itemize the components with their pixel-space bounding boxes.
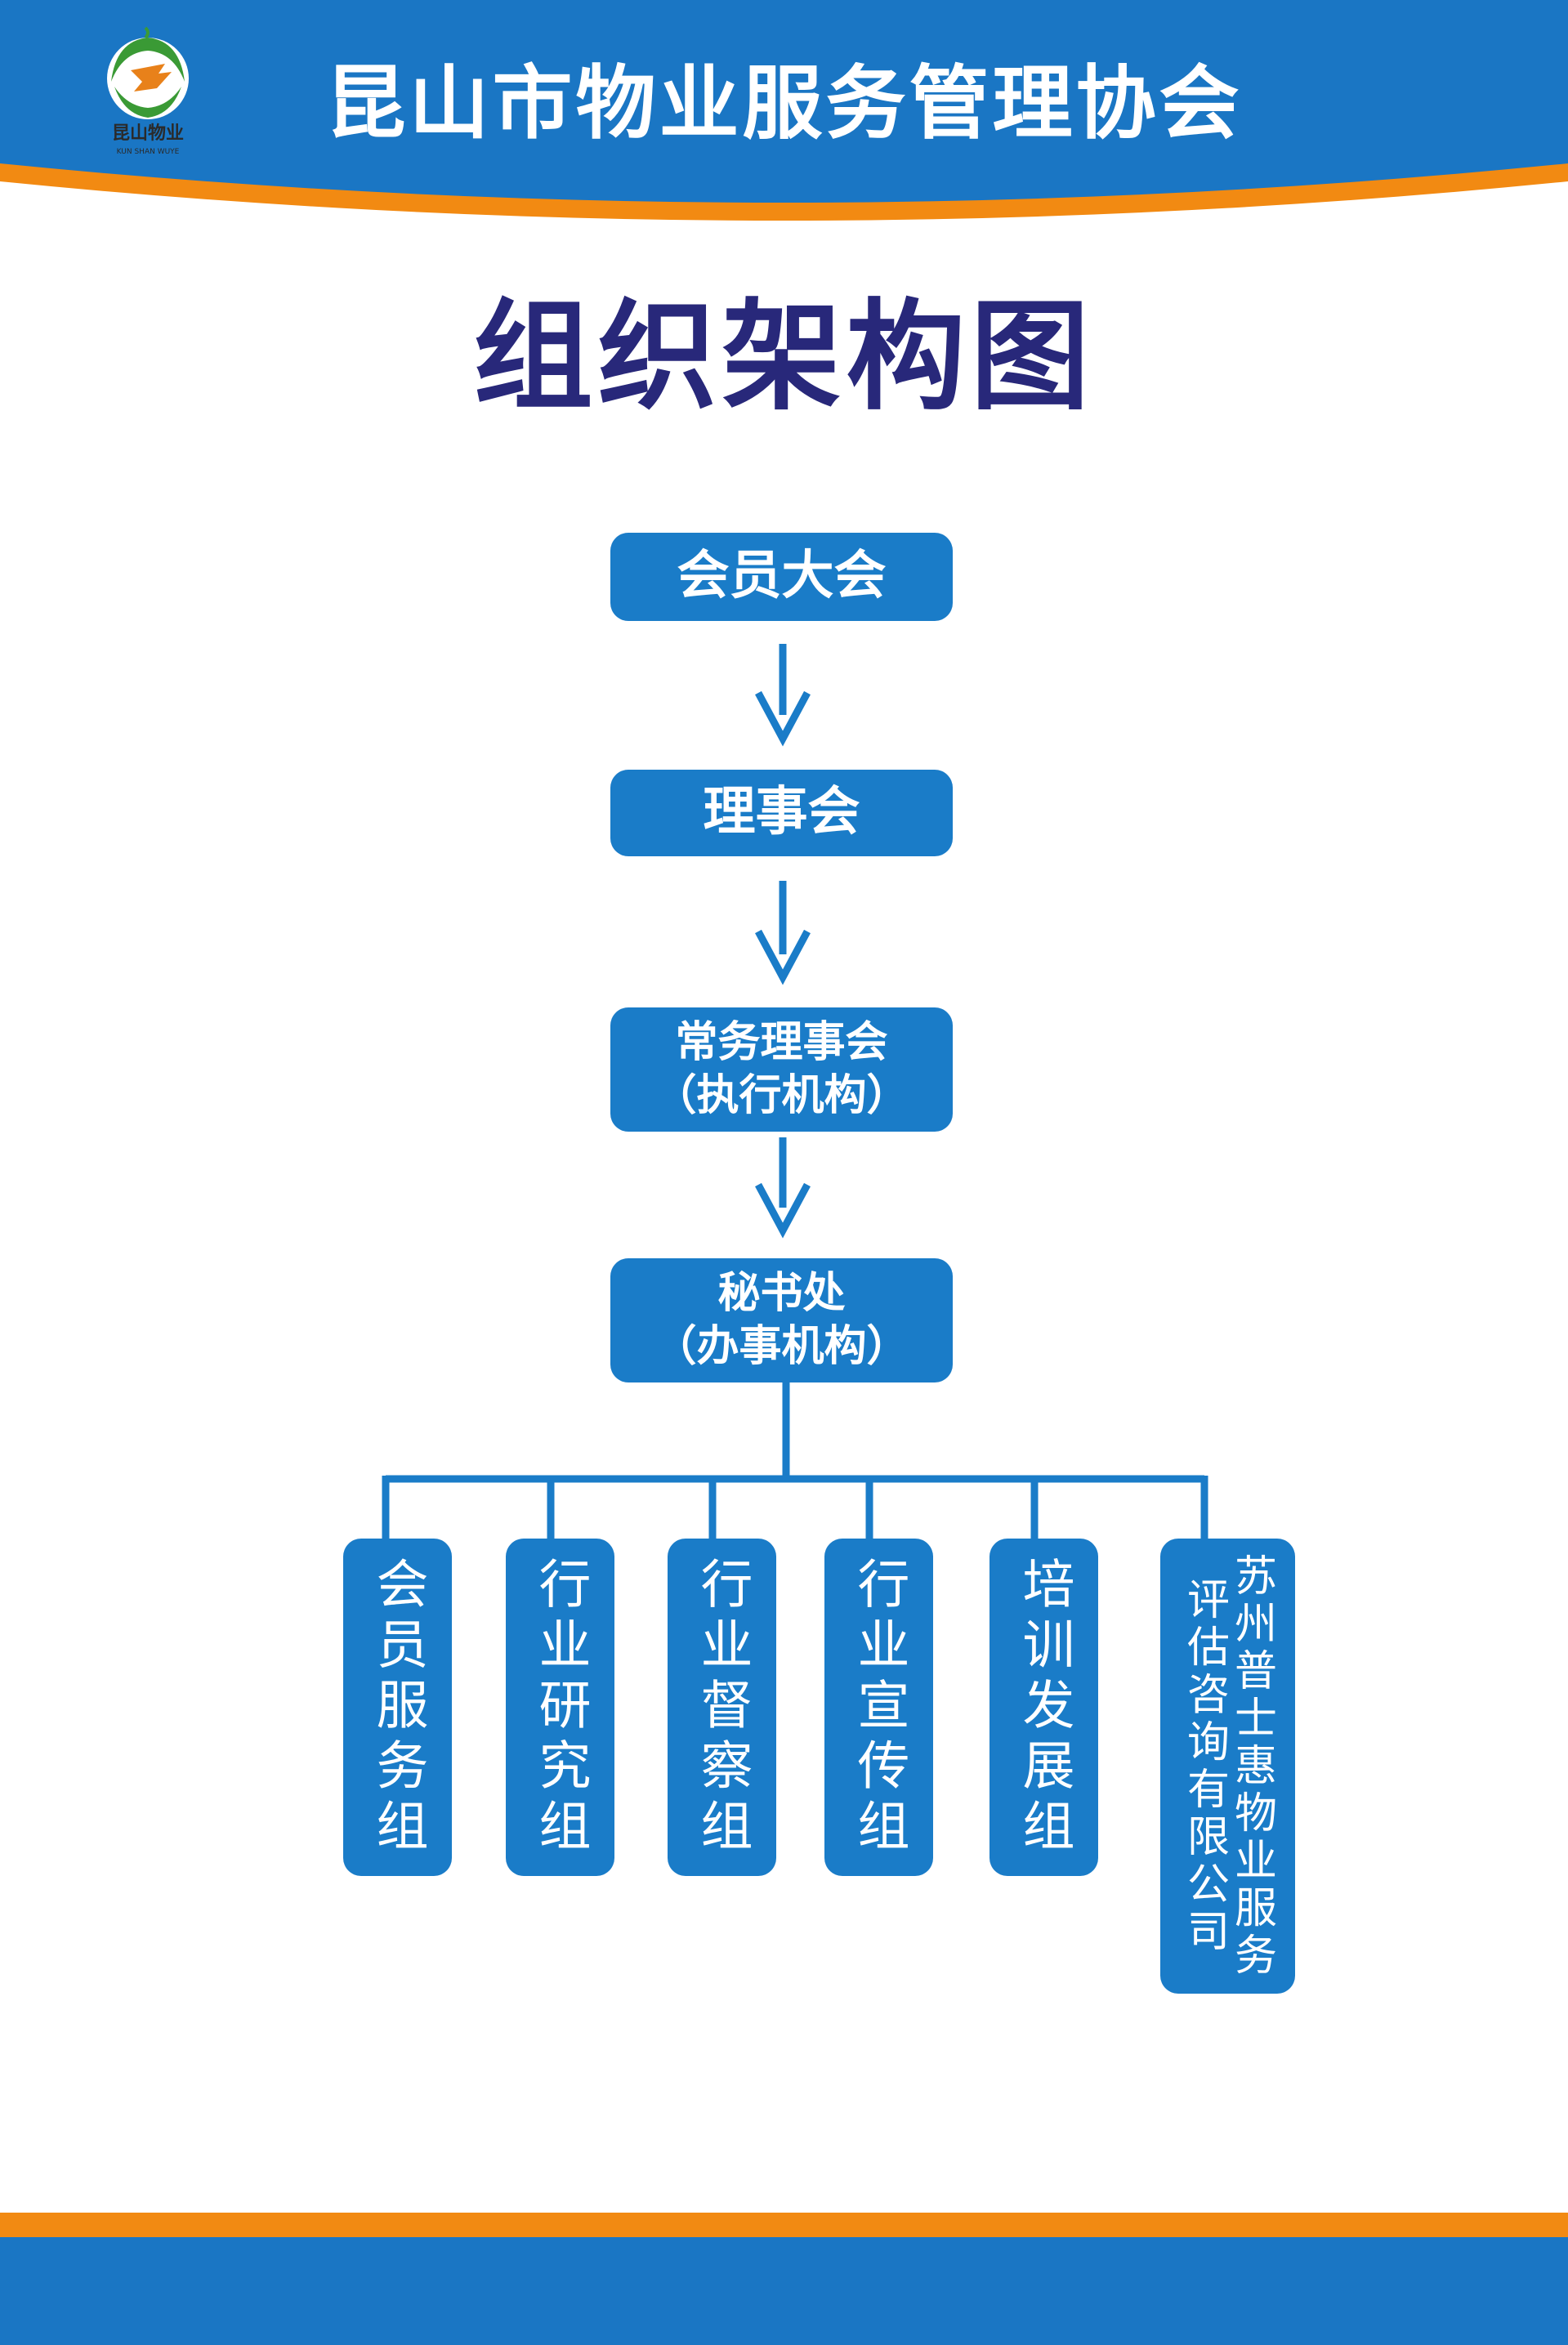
group-label: 行业督察组 (691, 1556, 753, 1859)
footer-accent-stripe (0, 2213, 1568, 2237)
footer-band (0, 2237, 1568, 2345)
node-general-assembly: 会员大会 (610, 533, 953, 621)
group-label: 行业研究组 (529, 1556, 591, 1859)
arrow-down-icon (755, 881, 811, 985)
arrow-down-icon (755, 1137, 811, 1239)
group-training-development: 培训发展组 (989, 1539, 1098, 1876)
node-secretariat: 秘书处 （办事机构） (610, 1258, 953, 1382)
arrow-down-icon (755, 644, 811, 747)
group-label: 培训发展组 (1013, 1556, 1074, 1859)
node-label: 会员大会 (677, 546, 887, 607)
group-label-column-1: 苏州普士惠物业服务 (1226, 1552, 1276, 1980)
node-label: 常务理事会 (675, 1018, 888, 1067)
group-member-services: 会员服务组 (343, 1539, 452, 1876)
group-label-column-2: 评估咨询有限公司 (1179, 1576, 1229, 1956)
group-industry-publicity: 行业宣传组 (824, 1539, 933, 1876)
chart-title: 组织架构图 (473, 287, 1095, 427)
logo-text: 昆山物业 (112, 123, 184, 144)
node-label: 理事会 (703, 782, 860, 843)
group-industry-research: 行业研究组 (506, 1539, 614, 1876)
node-sublabel: （办事机构） (654, 1322, 909, 1371)
branch-connector (382, 1382, 1208, 1540)
logo-subtext: KUN SHAN WUYE (117, 148, 180, 156)
header-banner (0, 0, 1568, 221)
group-evaluation-company: 苏州普士惠物业服务 评估咨询有限公司 (1160, 1539, 1295, 1994)
node-standing-council: 常务理事会 （执行机构） (610, 1007, 953, 1132)
group-label: 会员服务组 (367, 1556, 428, 1859)
node-council: 理事会 (610, 770, 953, 856)
group-industry-inspection: 行业督察组 (668, 1539, 776, 1876)
association-logo: 昆山物业 KUN SHAN WUYE (107, 26, 189, 156)
organization-name: 昆山市物业服务管理协会 (325, 57, 1243, 150)
node-label: 秘书处 (717, 1269, 846, 1318)
node-sublabel: （执行机构） (654, 1071, 909, 1120)
group-label: 行业宣传组 (848, 1556, 909, 1859)
